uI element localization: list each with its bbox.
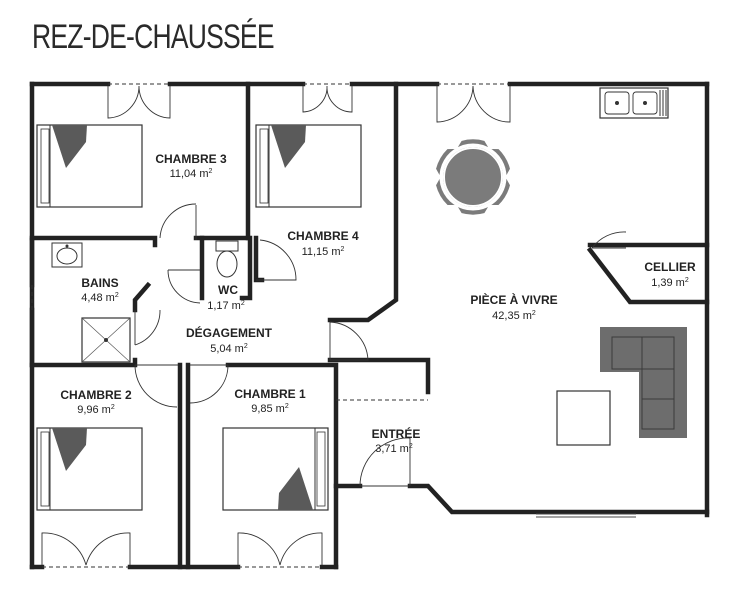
- room-label-chambre-4: CHAMBRE 4: [287, 229, 359, 243]
- room-area-wc: 1,17 m2: [207, 300, 245, 312]
- room-area-degagement: 5,04 m2: [210, 343, 248, 355]
- room-area-chambre-2: 9,96 m2: [77, 404, 115, 416]
- bed-chambre-2: [36, 427, 143, 511]
- room-label-cellier: CELLIER: [644, 260, 696, 274]
- door-swings: [41, 85, 627, 566]
- bed-chambre-4: [255, 124, 362, 208]
- room-label-chambre-3: CHAMBRE 3: [155, 152, 227, 166]
- room-label-wc: WC: [218, 283, 238, 297]
- room-area-bains: 4,48 m2: [81, 292, 119, 304]
- room-area-chambre-1: 9,85 m2: [251, 403, 289, 415]
- room-label-bains: BAINS: [81, 276, 118, 290]
- room-label-chambre-1: CHAMBRE 1: [234, 387, 306, 401]
- bed-chambre-3: [36, 124, 143, 208]
- room-label-piece-a-vivre: PIÈCE À VIVRE: [470, 292, 557, 307]
- room-labels: CHAMBRE 3 11,04 m2 CHAMBRE 4 11,15 m2 BA…: [60, 152, 696, 455]
- windows: [31, 83, 636, 568]
- room-label-entree: ENTRÉE: [372, 426, 421, 441]
- furniture: [36, 87, 687, 511]
- room-area-chambre-4: 11,15 m2: [302, 246, 345, 258]
- plan-title: REZ-DE-CHAUSSÉE: [32, 18, 275, 56]
- bath-sink: [51, 242, 83, 268]
- room-area-cellier: 1,39 m2: [651, 277, 689, 289]
- room-label-chambre-2: CHAMBRE 2: [60, 388, 132, 402]
- dining-table: [433, 137, 513, 217]
- room-area-chambre-3: 11,04 m2: [170, 168, 213, 180]
- kitchen-sink: [599, 87, 669, 119]
- coffee-table: [556, 390, 611, 446]
- walls: [29, 81, 710, 570]
- sofa: [600, 327, 687, 438]
- room-area-piece-a-vivre: 42,35 m2: [492, 310, 536, 322]
- room-area-entree: 3,71 m2: [375, 443, 413, 455]
- shower-tray: [81, 317, 131, 363]
- bed-chambre-1: [222, 427, 329, 511]
- wc-toilet: [215, 240, 239, 278]
- room-label-degagement: DÉGAGEMENT: [186, 325, 273, 340]
